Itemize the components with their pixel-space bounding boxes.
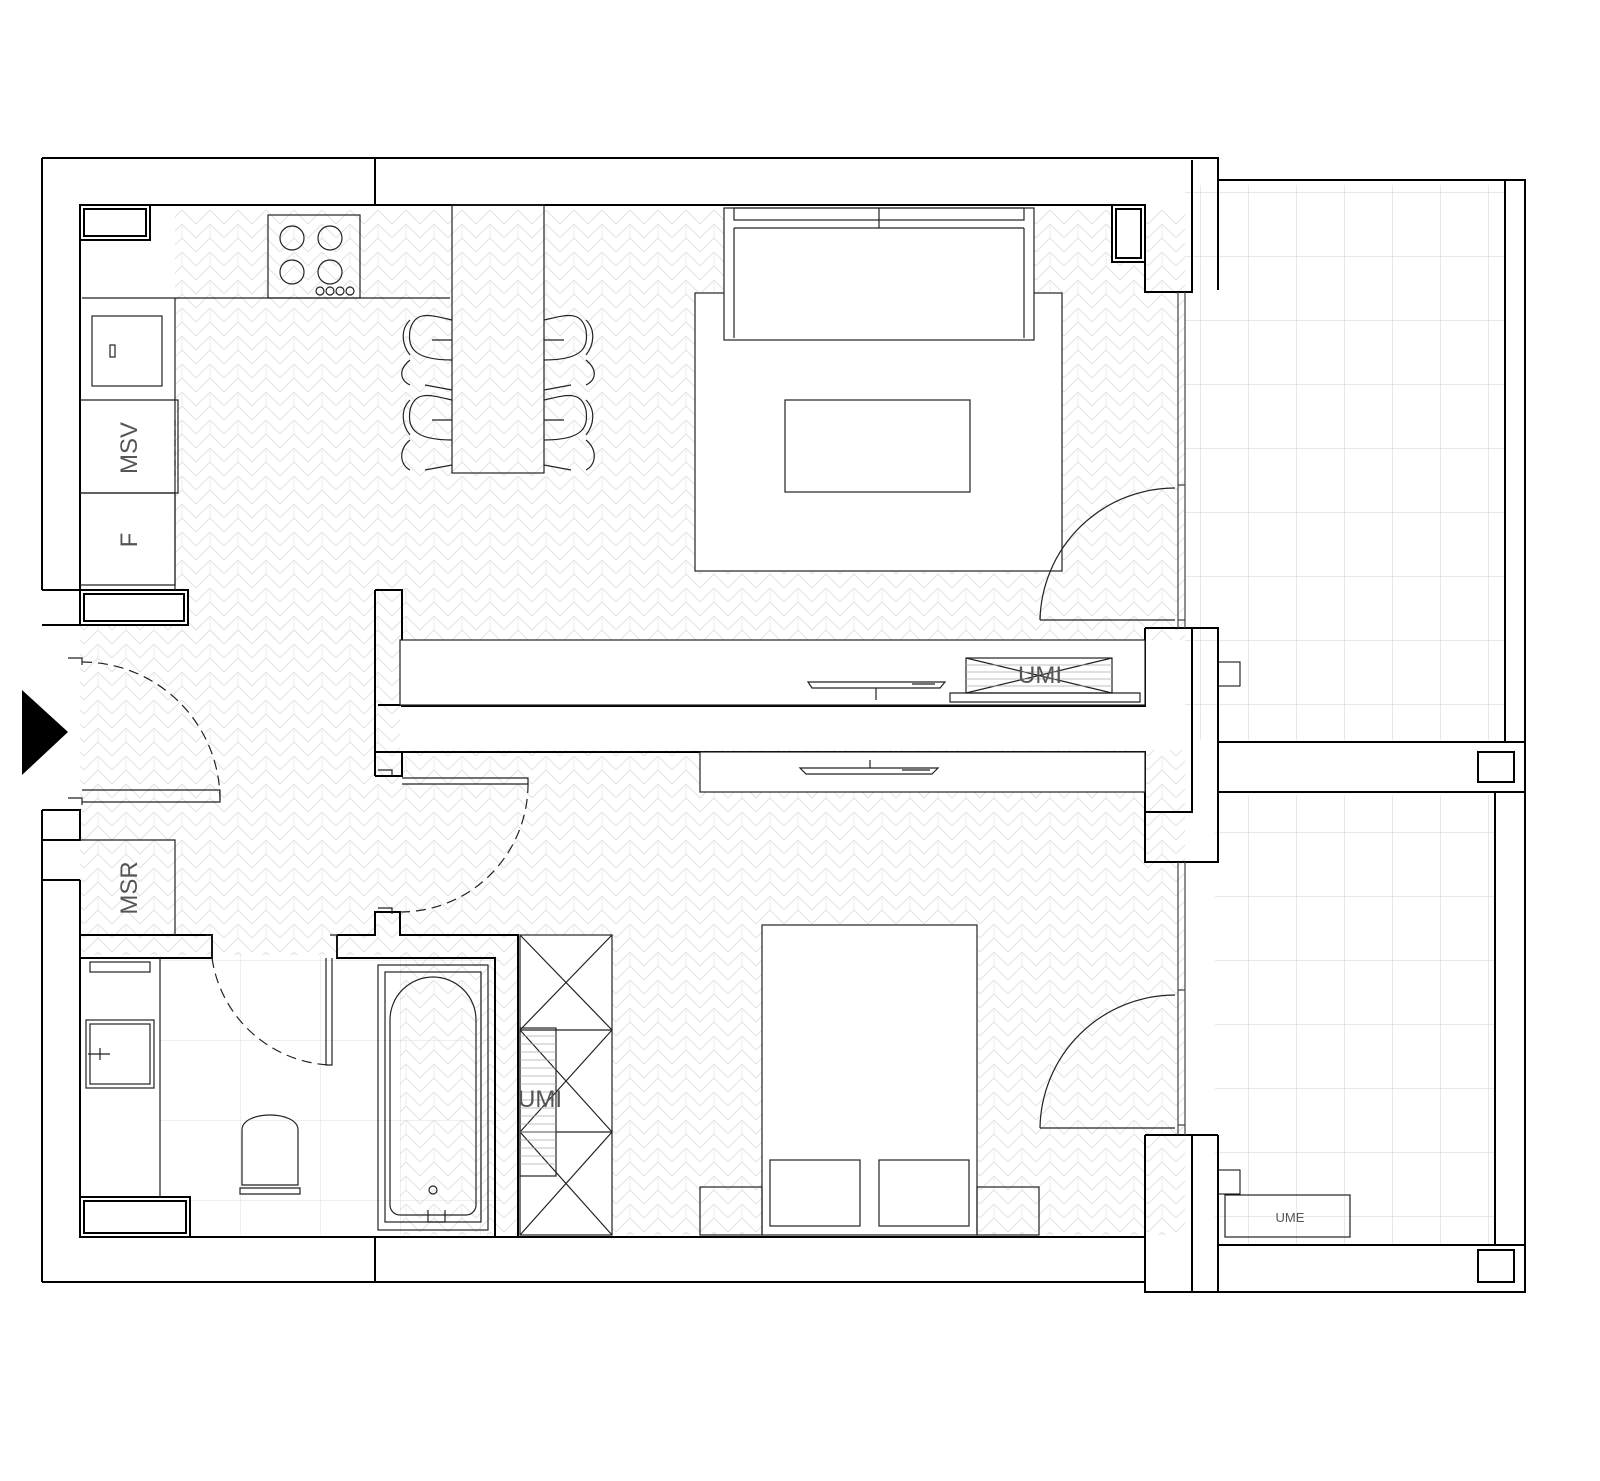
wardrobe-bedroom (519, 934, 613, 1236)
tv-stand-bedroom (699, 751, 1146, 793)
hall (68, 657, 529, 935)
coffee-table (784, 399, 971, 493)
bedroom-door-swing-balcony (1039, 994, 1176, 1129)
balcony-divider-post (1477, 751, 1515, 783)
inner-wall-bottom (80, 1236, 1146, 1282)
burner-1 (279, 225, 305, 251)
label-ume: UME (1276, 1210, 1305, 1225)
sofa (723, 207, 1035, 341)
bathroom-floor (160, 955, 500, 1235)
inner-wall-left-lower (42, 809, 81, 1237)
bath-drain (428, 1185, 438, 1195)
bedroom (519, 751, 1176, 1236)
outer-wall-bottom (42, 1135, 1219, 1293)
burner-3 (279, 259, 305, 285)
column-top-right-inner (1115, 208, 1142, 259)
tv-stand-living (399, 639, 1146, 706)
balconies (1217, 179, 1526, 1293)
balcony-top-floor (1185, 185, 1505, 740)
entrance-door-leaf (82, 789, 221, 803)
label-umi-hall: UMI (518, 1086, 562, 1113)
umi-wardrobe-living (949, 657, 1141, 703)
facade-mid (1144, 627, 1219, 863)
label-msr: MSR (116, 861, 143, 914)
pillow-left (769, 1159, 861, 1227)
burner-2 (317, 225, 343, 251)
outer-wall-top (42, 157, 1219, 290)
balcony-bottom-outline (1218, 791, 1526, 1293)
msr-cabinet (80, 839, 176, 935)
toilet (239, 1114, 301, 1195)
vanity-shelf (89, 961, 151, 973)
balcony-bottom-bracket (1217, 1169, 1241, 1195)
nightstand-right (976, 1186, 1040, 1236)
column-top-left-inner (83, 208, 147, 237)
wall-fills (79, 204, 1146, 1238)
stub-hall-right (375, 751, 403, 777)
label-umi-living: UMI (1018, 662, 1062, 689)
windows (1177, 292, 1186, 1135)
inner-wall-left (42, 205, 81, 626)
living-room (399, 207, 1176, 706)
tv-bedroom (798, 760, 940, 775)
nightstand-left (699, 1186, 763, 1236)
inner-wall-top (80, 160, 1193, 293)
fridge-cabinet (80, 492, 176, 586)
balcony-bottom-floor (1215, 795, 1495, 1245)
sofa-seat-divider (733, 208, 1025, 338)
bed (761, 924, 978, 1236)
kitchen (80, 204, 595, 590)
bathtub (377, 964, 489, 1231)
wall-stub-bath-inner (83, 1200, 187, 1234)
balcony-equipment (1224, 1194, 1351, 1238)
balcony-bottom-post (1477, 1249, 1515, 1283)
kitchen-island (451, 204, 545, 474)
kitchen-sink (91, 315, 163, 387)
partition-inner (378, 704, 1145, 753)
bath-door-leaf (325, 958, 333, 1066)
label-f: F (116, 533, 143, 548)
tv-living (806, 681, 947, 700)
washbasin (85, 1019, 155, 1089)
label-msv: MSV (116, 422, 143, 474)
bedroom-door-swing (399, 781, 529, 913)
bathroom (85, 934, 489, 1231)
living-door-swing (1039, 487, 1176, 621)
cooktop (267, 214, 361, 299)
pillow-right (878, 1159, 970, 1227)
bar-stools (401, 315, 595, 471)
facade-bottom (1144, 1134, 1218, 1292)
ume-unit (1224, 1194, 1351, 1238)
entrance-arrow-icon (22, 690, 68, 775)
wall-stub-fridge-inner (83, 593, 185, 622)
bedroom-door-leaf (402, 777, 529, 785)
bathtub-basin (389, 976, 477, 1216)
bath-door-swing (211, 957, 331, 1066)
burner-4 (317, 259, 343, 285)
sink-tap (109, 344, 116, 358)
balcony-top-post (1217, 661, 1241, 687)
